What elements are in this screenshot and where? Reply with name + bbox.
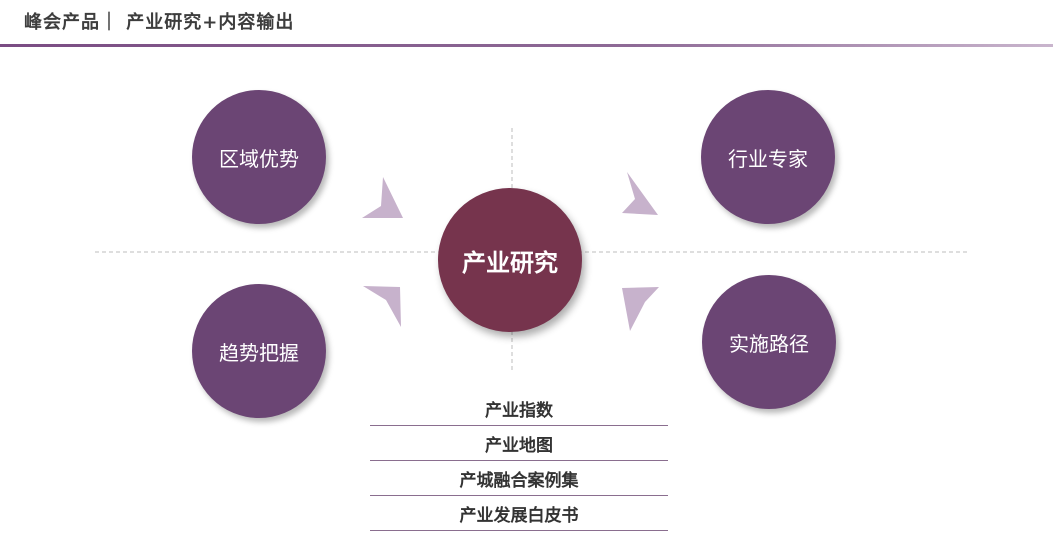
arrow-bottom-right-icon [622,287,659,331]
arrow-bottom-left-icon [363,286,401,327]
arrow-top-left-icon [362,177,403,218]
output-item: 产业指数 [370,392,668,426]
output-item: 产业发展白皮书 [370,497,668,531]
circle-implementation-path: 实施路径 [702,275,836,409]
header-divider [0,44,1053,47]
arrow-top-right-icon [622,172,658,215]
output-list: 产业指数 产业地图 产城融合案例集 产业发展白皮书 [370,392,668,532]
header-title: 峰会产品｜ 产业研究+内容输出 [24,12,295,33]
circle-trend-grasp: 趋势把握 [192,284,326,418]
output-item: 产城融合案例集 [370,462,668,496]
circle-industry-research: 产业研究 [438,188,582,332]
circle-regional-advantage: 区域优势 [192,90,326,224]
circle-industry-experts: 行业专家 [701,90,835,224]
output-item: 产业地图 [370,427,668,461]
